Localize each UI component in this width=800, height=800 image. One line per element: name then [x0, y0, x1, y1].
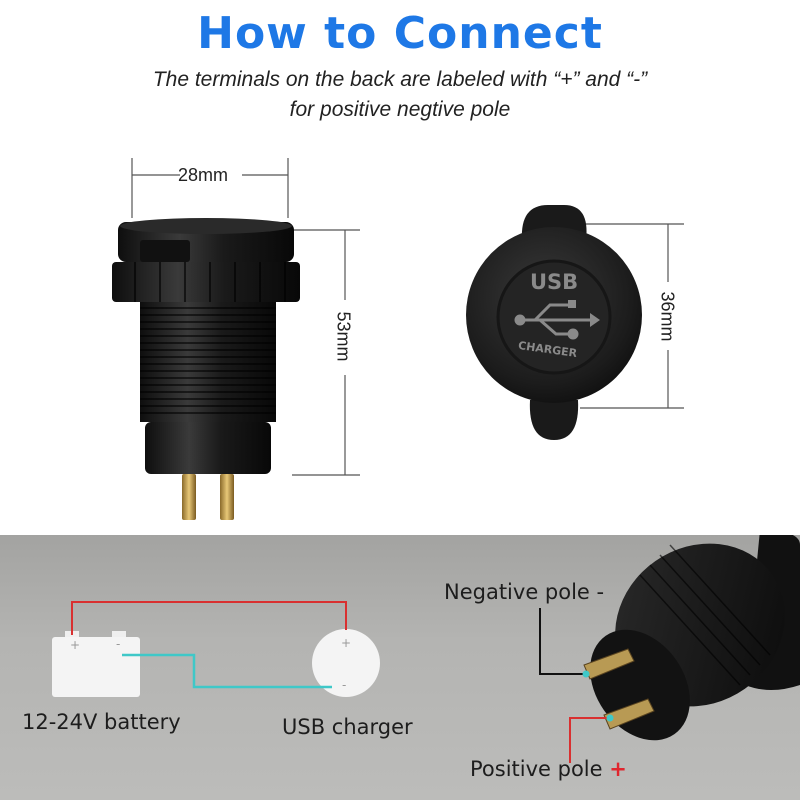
cap-usb-text: USB [530, 270, 579, 294]
diameter-label: 36mm [657, 291, 678, 342]
charger-icon [312, 629, 380, 697]
battery-icon [52, 631, 140, 697]
wiring-diagram [52, 535, 800, 763]
subtitle-line-1: The terminals on the back are labeled wi… [152, 68, 648, 91]
diameter-dimension-line [580, 223, 684, 409]
subtitle-line-2: for positive negtive pole [289, 98, 511, 121]
positive-callout-line [569, 717, 610, 763]
height-dimension-line [292, 229, 360, 476]
negative-callout-line [539, 608, 586, 675]
usb-icon [514, 300, 600, 340]
positive-wire [71, 601, 347, 635]
socket-back-photo [583, 535, 800, 741]
width-label: 28mm [178, 165, 229, 185]
width-dimension-line [131, 158, 289, 218]
negative-pole-label: Negative pole - [444, 580, 605, 604]
negative-wire [122, 653, 332, 689]
socket-side-view [112, 218, 300, 520]
battery-minus-sign: - [116, 637, 121, 651]
positive-pole-text: Positive pole [470, 757, 603, 781]
positive-pole-label: Positive pole + [470, 757, 627, 781]
positive-sign: + [609, 757, 627, 781]
wiring-diagram-panel: + - + - 12-24V battery USB charger Negat… [0, 535, 800, 800]
product-drawings [112, 158, 684, 520]
page-title: How to Connect [197, 8, 603, 59]
socket-cap-front-view [466, 205, 642, 440]
height-label: 53mm [333, 311, 354, 362]
battery-label: 12-24V battery [22, 710, 181, 734]
battery-plus-sign: + [70, 638, 81, 652]
charger-plus-sign: + [341, 636, 352, 650]
charger-minus-sign: - [342, 678, 347, 692]
charger-label: USB charger [282, 715, 413, 739]
